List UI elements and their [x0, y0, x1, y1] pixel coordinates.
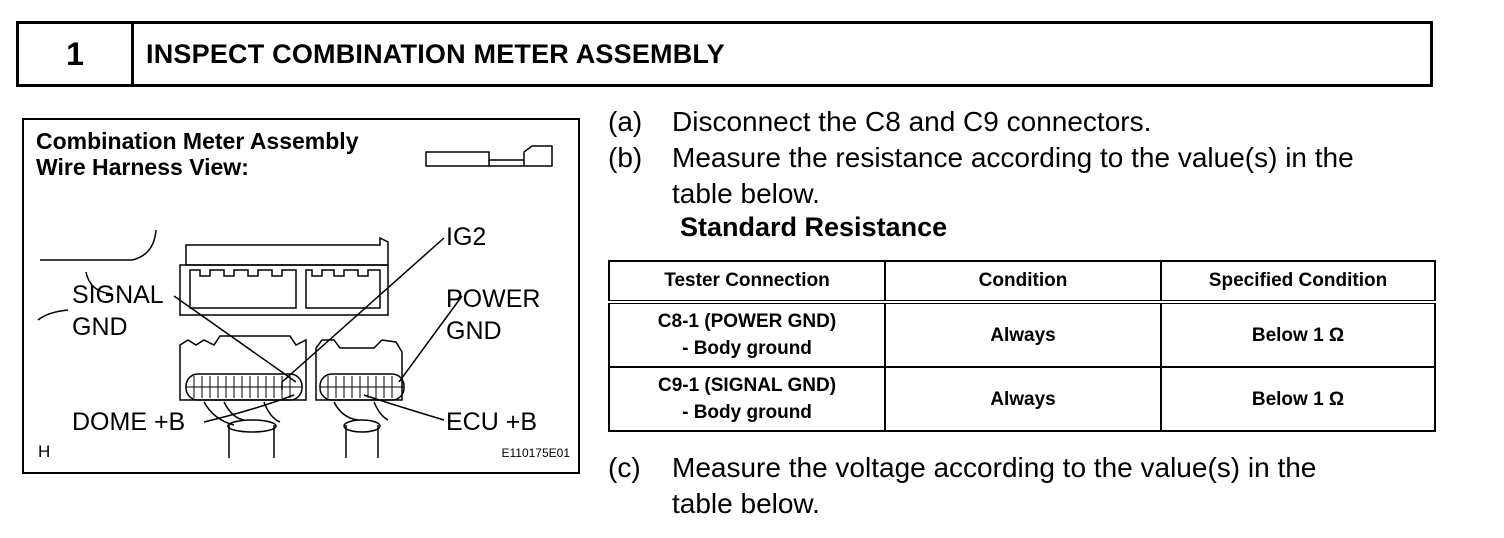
header-condition: Condition [884, 260, 1162, 304]
header-tester-connection: Tester Connection [608, 260, 886, 304]
step-c-text-1: Measure the voltage according to the val… [672, 452, 1317, 483]
figure-title: Combination Meter Assembly Wire Harness … [36, 128, 359, 180]
meter-connector [185, 236, 389, 266]
connector-diagram [37, 145, 553, 458]
table-row: C9-1 (SIGNAL GND) - Body ground Always B… [608, 366, 1436, 432]
cell-condition: Always [884, 366, 1162, 432]
power-label: POWER [446, 285, 541, 313]
table-header-row: Tester Connection Condition Specified Co… [608, 260, 1436, 304]
ecu-label: ECU +B [446, 408, 538, 436]
standard-resistance-title: Standard Resistance [680, 212, 948, 242]
step-b-mark: (b) [608, 142, 643, 173]
cell-specified-condition: Below 1 Ω [1160, 366, 1436, 432]
figure-corner-letter: H [38, 442, 51, 461]
figure-code: E110175E01 [501, 446, 570, 460]
step-a-mark: (a) [608, 106, 643, 137]
ig2-label: IG2 [446, 223, 487, 251]
power-gnd-label: GND [446, 317, 502, 345]
step-b-text-2: table below. [672, 178, 820, 209]
step-a-text: Disconnect the C8 and C9 connectors. [672, 106, 1152, 137]
table-row: C8-1 (POWER GND) - Body ground Always Be… [608, 301, 1436, 368]
signal-label: SIGNAL [72, 281, 164, 309]
cell-condition: Always [884, 301, 1162, 368]
signal-gnd-label: GND [72, 313, 128, 341]
step-c-mark: (c) [608, 452, 641, 483]
c9-plug [315, 339, 403, 401]
step-c-text-2: table below. [672, 488, 820, 519]
resistance-table: Tester Connection Condition Specified Co… [608, 260, 1436, 432]
dome-label: DOME +B [72, 408, 186, 436]
step-title: INSPECT COMBINATION METER ASSEMBLY [146, 38, 725, 69]
step-header: 1 INSPECT COMBINATION METER ASSEMBLY [16, 21, 1433, 87]
cell-tester-connection: C8-1 (POWER GND) - Body ground [608, 301, 886, 368]
cell-tester-connection: C9-1 (SIGNAL GND) - Body ground [608, 366, 886, 432]
cell-specified-condition: Below 1 Ω [1160, 301, 1436, 368]
step-b-text-1: Measure the resistance according to the … [672, 142, 1354, 173]
wire-harness-figure: Combination Meter Assembly Wire Harness … [22, 118, 580, 474]
view-icon [425, 145, 553, 167]
header-specified-condition: Specified Condition [1160, 260, 1436, 304]
c8-plug [179, 335, 307, 401]
step-number: 1 [19, 24, 134, 84]
